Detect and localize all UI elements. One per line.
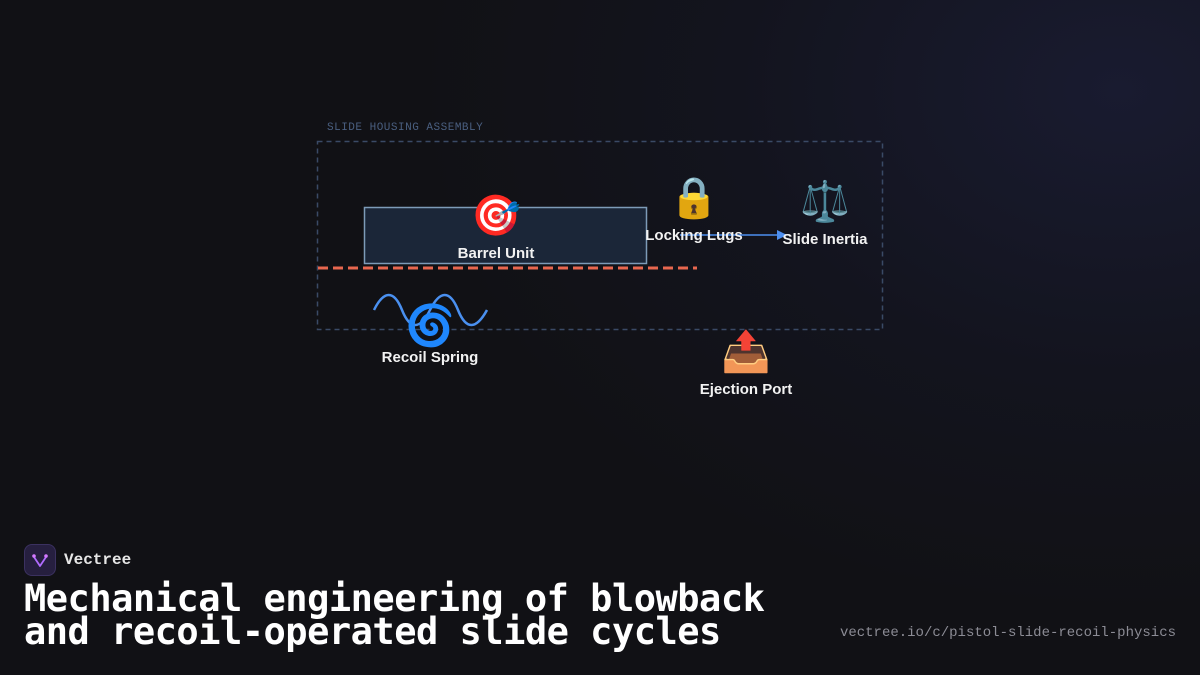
- brand-name: Vectree: [64, 551, 132, 569]
- slide-housing-group-border: [316, 140, 884, 331]
- locking-lugs-label: Locking Lugs: [645, 227, 743, 244]
- balance-scale-icon: ⚖️: [800, 179, 850, 225]
- lock-icon: 🔒: [669, 175, 719, 221]
- barrel-unit-label: Barrel Unit: [457, 245, 535, 262]
- recoil-spring-label: Recoil Spring: [381, 349, 479, 366]
- slide-inertia-label: Slide Inertia: [782, 231, 868, 248]
- barrel-unit-box[interactable]: [363, 206, 648, 265]
- source-url[interactable]: vectree.io/c/pistol-slide-recoil-physics: [839, 625, 1176, 641]
- recoil-spring-wave: [372, 293, 489, 327]
- target-icon: 🎯: [471, 193, 521, 239]
- brand[interactable]: Vectree: [24, 544, 131, 576]
- slide-housing-group-label: SLIDE HOUSING ASSEMBLY: [327, 122, 484, 134]
- ejection-port-label: Ejection Port: [699, 381, 793, 398]
- outbox-tray-icon: 📤: [721, 329, 771, 375]
- spiral-icon: 🌀: [405, 303, 455, 349]
- vectree-logo-icon: [24, 544, 56, 576]
- page-title: Mechanical engineering of blowback and r…: [24, 577, 765, 653]
